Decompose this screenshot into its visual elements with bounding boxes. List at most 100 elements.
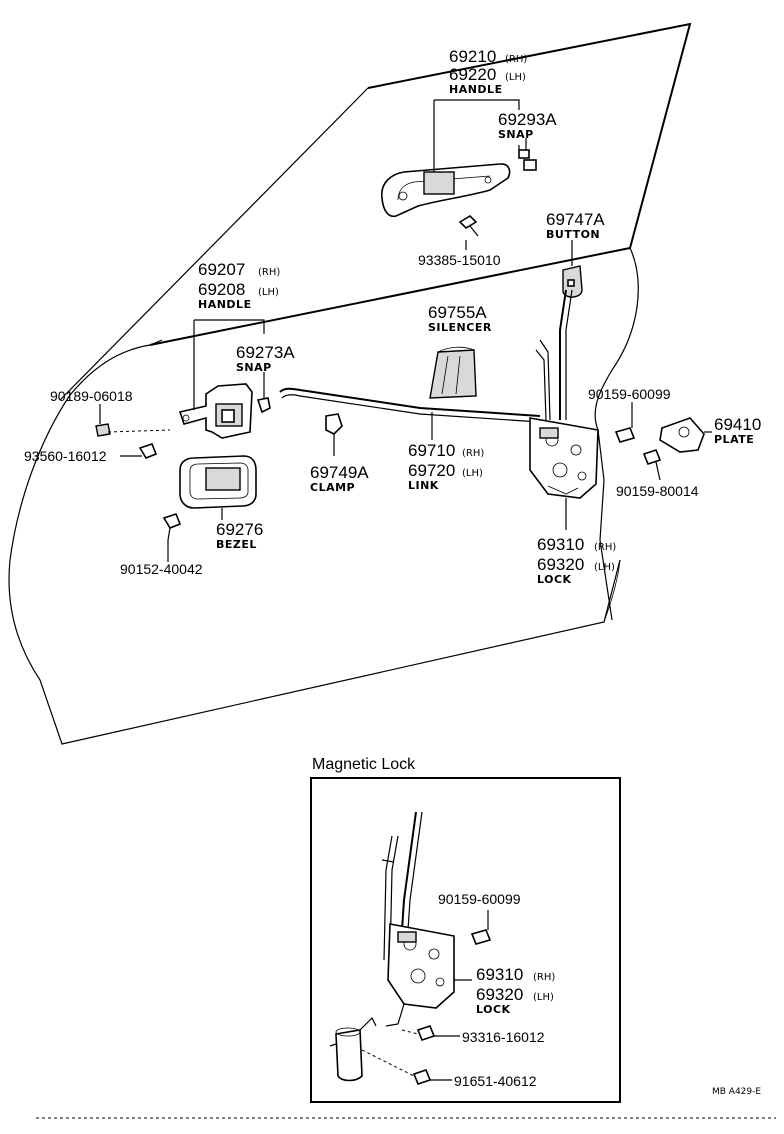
svg-text:(LH): (LH) [462, 468, 483, 479]
svg-text:69749A: 69749A [310, 463, 369, 482]
svg-text:HANDLE: HANDLE [198, 298, 252, 311]
svg-text:69410: 69410 [714, 415, 761, 434]
inset-screw-91651-part [412, 1069, 432, 1085]
snap-69293a-part [518, 149, 537, 171]
svg-text:69208: 69208 [198, 280, 245, 299]
svg-text:90159-80014: 90159-80014 [616, 483, 699, 499]
label-69273a: 69273A SNAP [236, 343, 295, 374]
svg-text:LOCK: LOCK [476, 1003, 511, 1016]
svg-text:69747A: 69747A [546, 210, 605, 229]
svg-text:SNAP: SNAP [236, 361, 272, 374]
svg-text:BEZEL: BEZEL [216, 538, 257, 551]
screw-90159-80014-part [642, 449, 662, 465]
svg-text:(RH): (RH) [533, 972, 555, 983]
link-rod-part [279, 387, 541, 423]
inset-lock-part [381, 811, 455, 1027]
svg-text:(LH): (LH) [533, 992, 554, 1003]
label-69310: 69310 (RH) [537, 535, 616, 554]
label-69749a: 69749A CLAMP [310, 463, 369, 494]
svg-text:69710: 69710 [408, 441, 455, 460]
svg-text:(LH): (LH) [505, 72, 526, 83]
screw-90152-part [162, 513, 182, 541]
inner-handle-part [178, 383, 253, 439]
inset-dash-91651 [361, 1049, 415, 1077]
svg-text:(RH): (RH) [258, 267, 280, 278]
label-69320: 69320 (LH) LOCK [537, 555, 615, 586]
screw-93385-part [458, 214, 479, 237]
leader-handle-69207 [193, 319, 265, 410]
button-69747a-part [562, 265, 583, 298]
leader-handle-69210 [433, 99, 520, 172]
svg-text:CLAMP: CLAMP [310, 481, 355, 494]
inset-label-91651: 91651-40612 [454, 1073, 537, 1089]
door-outline [8, 22, 692, 745]
svg-text:SILENCER: SILENCER [428, 321, 492, 334]
inset-actuator-part [329, 1016, 377, 1082]
inset-label-93316: 93316-16012 [462, 1029, 545, 1045]
svg-text:SNAP: SNAP [498, 128, 534, 141]
label-69710: 69710 (RH) [408, 441, 484, 460]
svg-text:(RH): (RH) [505, 54, 527, 65]
drawing-code: MB A429-E [712, 1087, 761, 1097]
svg-text:(RH): (RH) [462, 448, 484, 459]
silencer-69755a-part [429, 346, 477, 399]
svg-text:69207: 69207 [198, 260, 245, 279]
label-69208: 69208 (LH) HANDLE [198, 280, 279, 311]
label-69210: 69210 (RH) [449, 47, 527, 66]
plate-69410-part [659, 417, 705, 453]
inset-label-69320: 69320 (LH) LOCK [476, 985, 554, 1016]
svg-text:LOCK: LOCK [537, 573, 572, 586]
screw-90159-60099-part [614, 427, 636, 443]
svg-text:PLATE: PLATE [714, 433, 754, 446]
svg-text:90152-40042: 90152-40042 [120, 561, 203, 577]
svg-text:69220: 69220 [449, 65, 496, 84]
svg-text:69320: 69320 [537, 555, 584, 574]
inset-dash-93316 [401, 1029, 419, 1035]
screw-93560-part [138, 443, 158, 459]
inset-label-69310: 69310 (RH) [476, 965, 555, 984]
svg-text:69210: 69210 [449, 47, 496, 66]
svg-text:90159-60099: 90159-60099 [438, 891, 521, 907]
svg-text:93316-16012: 93316-16012 [462, 1029, 545, 1045]
label-69720: 69720 (LH) LINK [408, 461, 483, 492]
inset-screw-93316-part [416, 1025, 436, 1041]
snap-69273a-part [256, 397, 271, 414]
svg-text:69310: 69310 [537, 535, 584, 554]
svg-text:69720: 69720 [408, 461, 455, 480]
label-69410: 69410 PLATE [714, 415, 761, 446]
label-69220: 69220 (LH) HANDLE [449, 65, 526, 96]
svg-text:LINK: LINK [408, 479, 439, 492]
dashed-leader-90189 [107, 429, 171, 433]
svg-text:90159-60099: 90159-60099 [588, 386, 671, 402]
svg-text:69755A: 69755A [428, 303, 487, 322]
label-93385: 93385-15010 [418, 252, 501, 268]
svg-text:69310: 69310 [476, 965, 523, 984]
inset-title: Magnetic Lock [312, 756, 416, 773]
label-69276: 69276 BEZEL [216, 520, 263, 551]
label-90159-80014: 90159-80014 [616, 483, 699, 499]
svg-text:(LH): (LH) [594, 562, 615, 573]
svg-text:(LH): (LH) [258, 287, 279, 298]
outer-handle-part [381, 163, 511, 218]
bezel-69276-part [179, 455, 257, 509]
svg-text:(RH): (RH) [594, 542, 616, 553]
label-69747a: 69747A BUTTON [546, 210, 605, 241]
inset-screw-90159-part [470, 929, 492, 945]
svg-text:HANDLE: HANDLE [449, 83, 503, 96]
svg-text:93385-15010: 93385-15010 [418, 252, 501, 268]
label-90152: 90152-40042 [120, 561, 203, 577]
svg-text:69320: 69320 [476, 985, 523, 1004]
label-69755a: 69755A SILENCER [428, 303, 492, 334]
svg-text:69293A: 69293A [498, 110, 557, 129]
svg-text:93560-16012: 93560-16012 [24, 448, 107, 464]
label-90159-60099: 90159-60099 [588, 386, 671, 402]
svg-text:69273A: 69273A [236, 343, 295, 362]
inset-frame [310, 777, 621, 1103]
inset-label-90159: 90159-60099 [438, 891, 521, 907]
door-lock-part [529, 289, 599, 499]
svg-text:69276: 69276 [216, 520, 263, 539]
svg-text:91651-40612: 91651-40612 [454, 1073, 537, 1089]
label-90189: 90189-06018 [50, 388, 133, 404]
